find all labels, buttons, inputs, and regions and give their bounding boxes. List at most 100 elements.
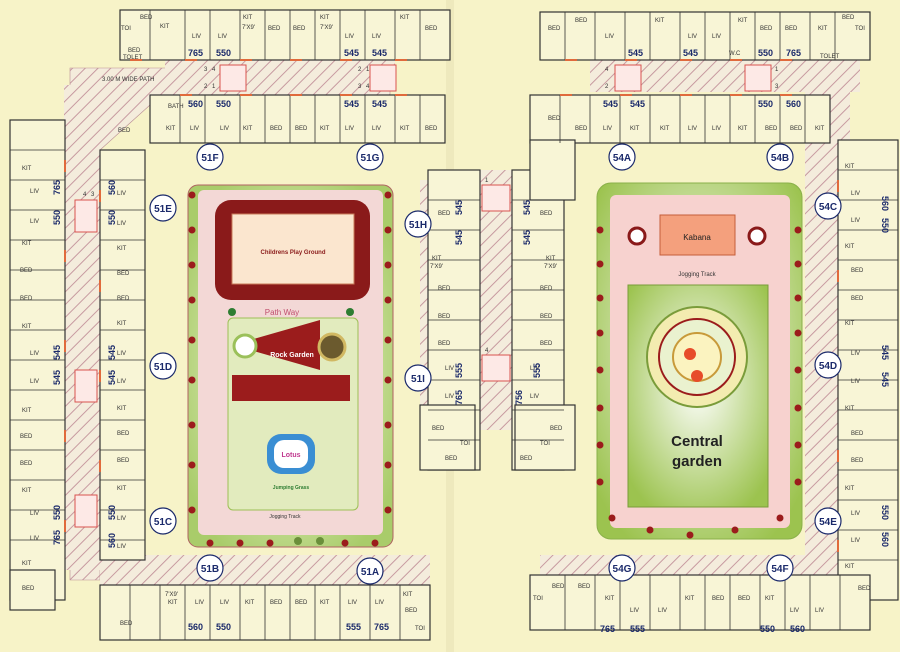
room-liv: LIV: [117, 221, 126, 227]
room-bed: BED: [575, 126, 588, 132]
svg-text:1: 1: [366, 67, 370, 73]
room-kit: KIT: [432, 256, 442, 262]
room-kit-size: 7'X9': [320, 25, 333, 31]
room-bed: BED: [432, 426, 445, 432]
room-liv: LIV: [30, 351, 39, 357]
unit-size: 545: [344, 48, 359, 58]
unit-size: 545: [522, 230, 532, 245]
room-bed: BED: [270, 600, 283, 606]
room-kit: KIT: [320, 126, 330, 132]
room-bed: BED: [552, 584, 565, 590]
room-kit: KIT: [22, 561, 32, 567]
room-liv: LIV: [712, 126, 721, 132]
room-bed: BED: [548, 26, 561, 32]
room-bed: BED: [851, 296, 864, 302]
room-kit: KIT: [168, 600, 178, 606]
unit-size: 555: [630, 624, 645, 634]
wing-label: 54C: [819, 202, 837, 213]
unit-size: 550: [760, 624, 775, 634]
room-liv: LIV: [790, 608, 799, 614]
wing-label: 51I: [411, 374, 425, 385]
room-liv: LIV: [30, 219, 39, 225]
room-toi: TOI: [121, 26, 131, 32]
svg-text:2: 2: [605, 84, 609, 90]
path-label: 3.00 M WIDE PATH: [102, 77, 154, 83]
room-bed: BED: [117, 271, 130, 277]
wing-circle-51I: [404, 364, 432, 392]
right-garden-posts: [596, 226, 802, 539]
wing-label: 51A: [361, 567, 379, 578]
room-kit: KIT: [22, 488, 32, 494]
lotus-label: Lotus: [281, 452, 300, 459]
unit-size: 550: [52, 505, 62, 520]
room-liv: LIV: [220, 126, 229, 132]
room-bed: BED: [851, 431, 864, 437]
wing-label: 54E: [819, 517, 837, 528]
room-bed: BED: [785, 26, 798, 32]
room-kit: KIT: [845, 486, 855, 492]
unit-size: 545: [522, 200, 532, 215]
room-liv: LIV: [30, 536, 39, 542]
room-bed: BED: [438, 211, 451, 217]
room-toi: TOI: [855, 26, 865, 32]
room-bed: BED: [520, 456, 533, 462]
room-bed: BED: [295, 126, 308, 132]
unit-size: 765: [786, 48, 801, 58]
wing-circle-54A: [608, 143, 636, 171]
jogging-track-label: Jogging Track: [269, 514, 301, 520]
room-bed: BED: [738, 596, 751, 602]
wing-circle-54D: [814, 351, 842, 379]
unit-size: 756: [514, 390, 524, 405]
room-wc: W.C: [729, 51, 741, 57]
room-bed: BED: [295, 600, 308, 606]
wing-labels: [149, 143, 842, 585]
wing-circle-51E: [149, 194, 177, 222]
room-bed: BED: [117, 431, 130, 437]
wing-label: 54F: [771, 564, 788, 575]
room-liv: LIV: [851, 379, 860, 385]
room-liv: LIV: [530, 394, 539, 400]
unit-size: 550: [758, 48, 773, 58]
room-bed: BED: [540, 211, 553, 217]
room-liv: LIV: [117, 544, 126, 550]
room-liv: LIV: [445, 366, 454, 372]
unit-size: 765: [600, 624, 615, 634]
room-toilet: TOLET: [123, 55, 143, 61]
unit-size: 560: [188, 99, 203, 109]
room-kit: KIT: [403, 592, 413, 598]
room-bed: BED: [128, 48, 141, 54]
room-liv: LIV: [851, 511, 860, 517]
unit-size: 550: [758, 99, 773, 109]
wing-label: 54B: [771, 153, 789, 164]
wing-label: 51E: [154, 204, 172, 215]
svg-text:1: 1: [775, 67, 779, 73]
room-bed: BED: [268, 26, 281, 32]
room-bed: BED: [438, 341, 451, 347]
wing-label: 51D: [154, 362, 172, 373]
room-kit: KIT: [630, 126, 640, 132]
unit-size: 765: [52, 180, 62, 195]
room-kit: KIT: [845, 406, 855, 412]
left-garden: Childrens Play Ground Path Way Rock Gard…: [187, 184, 394, 548]
kabana-label: Kabana: [683, 233, 711, 242]
room-toilet: TOLET: [820, 54, 840, 60]
room-liv: LIV: [192, 34, 201, 40]
unit-size: 550: [52, 210, 62, 225]
wing-circle-51D: [149, 352, 177, 380]
jogging-track-label: Jogging Track: [678, 272, 716, 278]
svg-text:4: 4: [212, 67, 216, 73]
room-liv: LIV: [851, 538, 860, 544]
unit-size: 560: [880, 196, 890, 211]
room-kit: KIT: [160, 24, 170, 30]
wing-circle-51B: [196, 554, 224, 582]
wing-circle-54F: [766, 554, 794, 582]
room-bed: BED: [20, 296, 33, 302]
unit-size: 545: [880, 345, 890, 360]
play-ground-label: Childrens Play Ground: [260, 250, 325, 256]
unit-size: 545: [630, 99, 645, 109]
unit-size: 550: [216, 48, 231, 58]
rock-garden-label: Rock Garden: [270, 352, 314, 359]
svg-text:2: 2: [358, 67, 362, 73]
room-toi: TOI: [460, 441, 470, 447]
